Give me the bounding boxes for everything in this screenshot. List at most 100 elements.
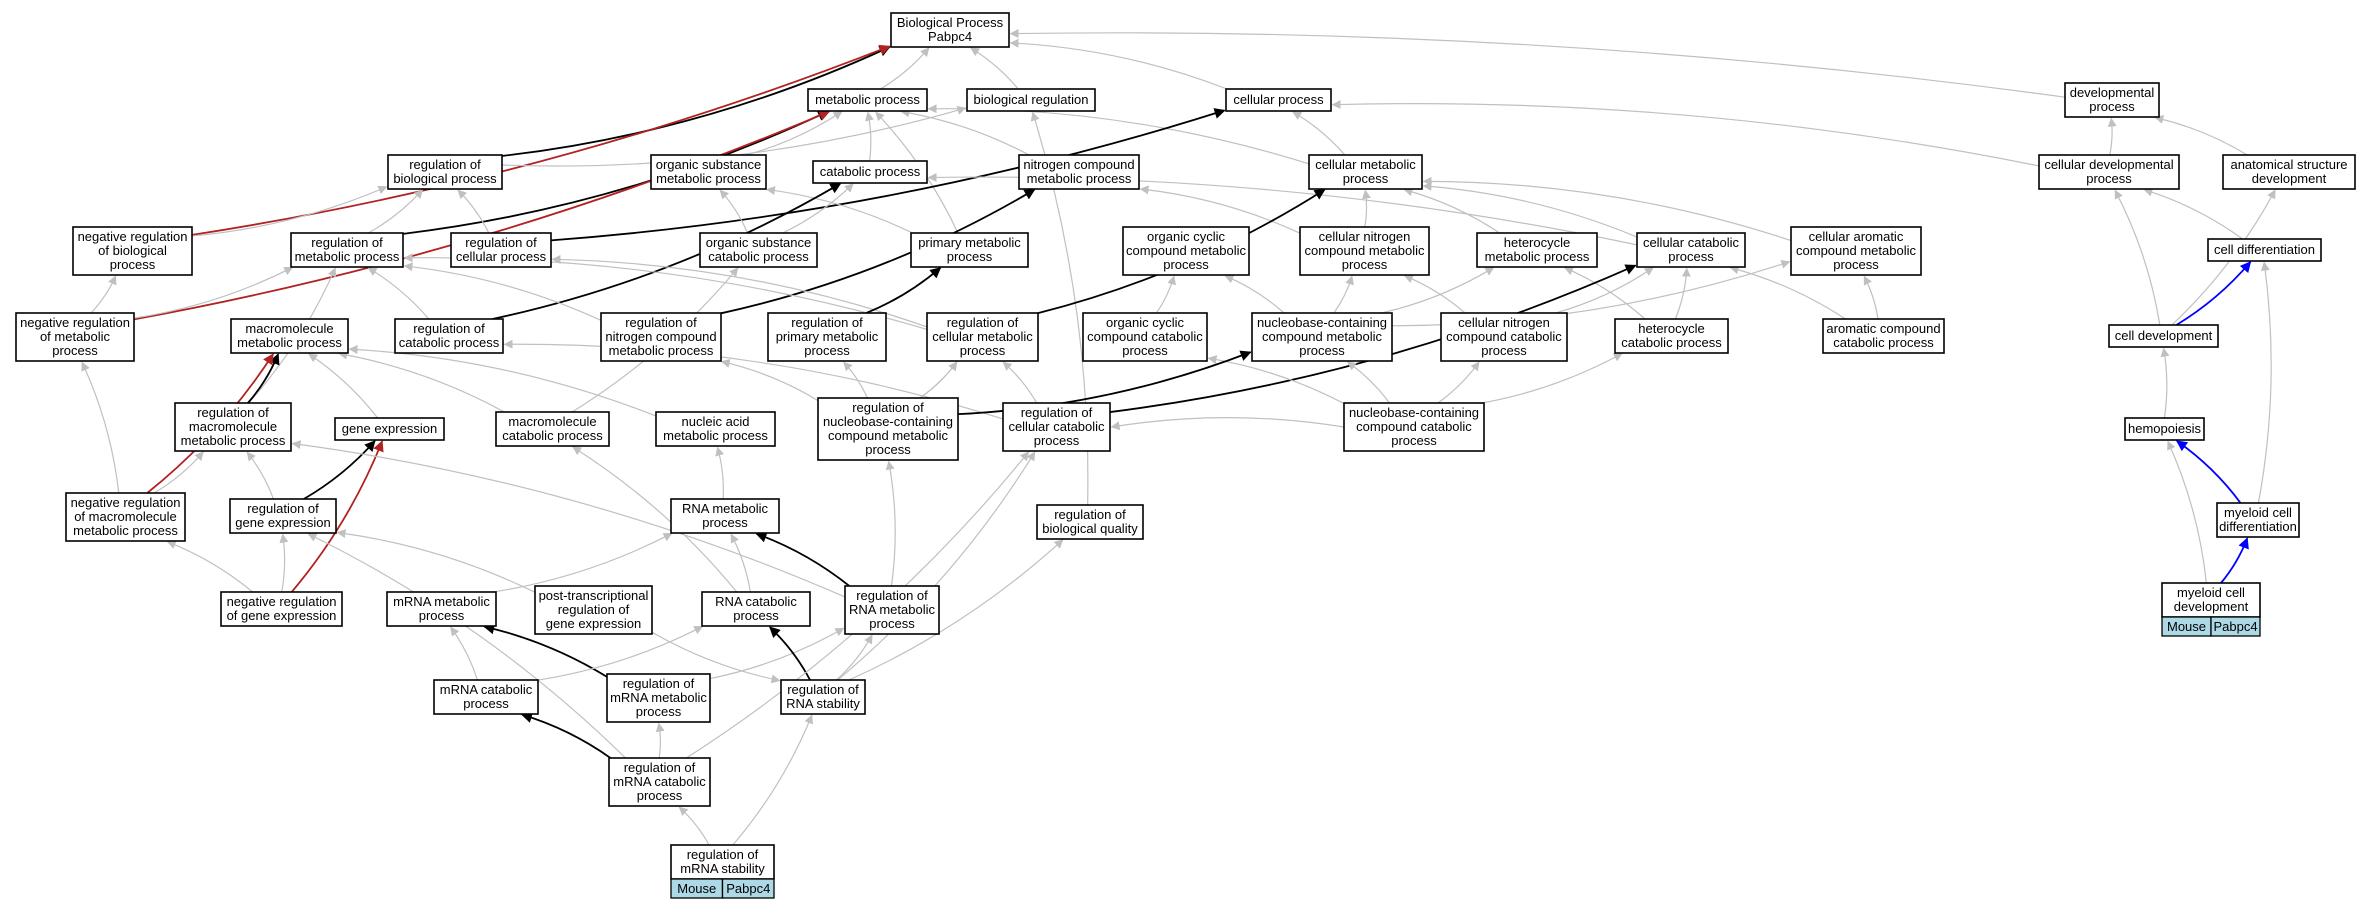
go-term-label-line: mRNA metabolic bbox=[393, 594, 490, 609]
go-term-label-line: metabolic process bbox=[237, 335, 342, 350]
go-term-box bbox=[2064, 82, 2160, 118]
go-term-label-line: metabolic process bbox=[1485, 249, 1590, 264]
edge-nrge-to-ge bbox=[291, 440, 384, 593]
go-term-rnbcmp[interactable]: regulation ofnucleobase-containingcompou… bbox=[817, 397, 959, 461]
go-term-cellp[interactable]: cellular process bbox=[1225, 88, 1332, 112]
go-term-label-line: cellular aromatic bbox=[1809, 229, 1904, 244]
go-term-label-line: biological quality bbox=[1042, 521, 1138, 536]
edge-rrnamp-to-rnbcmp bbox=[885, 460, 896, 587]
go-term-label-line: process bbox=[1343, 171, 1389, 186]
go-term-box bbox=[2161, 582, 2261, 618]
edge-mrnamp-to-rnamp bbox=[493, 532, 673, 593]
go-term-label-line: negative regulation bbox=[227, 594, 337, 609]
edge-rbp-to-bp bbox=[501, 46, 891, 157]
go-term-box bbox=[844, 585, 940, 635]
go-term-label-line: organic cyclic bbox=[1106, 315, 1185, 330]
go-term-box bbox=[608, 757, 711, 807]
edge-ptrge-to-rge bbox=[336, 529, 536, 593]
edge-nrmmp-to-rmmp bbox=[153, 451, 204, 494]
edge-nrbp-to-bp bbox=[191, 44, 891, 236]
go-term-meta[interactable]: metabolic process bbox=[807, 88, 928, 112]
annotation-species-label: Mouse bbox=[677, 881, 716, 896]
go-term-label-line: negative regulation bbox=[20, 315, 130, 330]
go-term-label-line: macromolecule bbox=[508, 414, 596, 429]
edge-mcdev-to-mcd bbox=[2220, 537, 2249, 584]
go-term-label-line: process bbox=[637, 788, 683, 803]
go-term-ge[interactable]: gene expression bbox=[334, 417, 445, 441]
go-term-box bbox=[15, 312, 135, 362]
go-term-bioreg[interactable]: biological regulation bbox=[966, 88, 1096, 112]
go-term-label-line: regulation of bbox=[856, 588, 928, 603]
go-term-box bbox=[650, 154, 767, 190]
edge-nbccp-to-occcp bbox=[1207, 355, 1345, 405]
go-term-label-line: regulation of bbox=[1054, 507, 1126, 522]
edge-oscp-to-catp bbox=[782, 183, 854, 234]
go-term-box bbox=[2108, 324, 2219, 348]
go-term-label-line: RNA metabolic bbox=[849, 602, 935, 617]
edge-celldev-to-celldiff bbox=[2175, 261, 2252, 326]
go-term-celldiff[interactable]: cell differentiation bbox=[2207, 238, 2322, 262]
go-term-label-line: RNA stability bbox=[786, 696, 860, 711]
go-term-catp[interactable]: catabolic process bbox=[812, 160, 928, 184]
go-term-label-line: process bbox=[636, 704, 682, 719]
go-term-box bbox=[174, 402, 292, 452]
go-term-label-line: RNA catabolic bbox=[715, 594, 797, 609]
edge-rrnas-to-rbq bbox=[848, 539, 1064, 681]
go-term-label-line: cellular nitrogen bbox=[1319, 229, 1411, 244]
go-term-label-line: compound metabolic bbox=[1305, 243, 1425, 258]
go-term-celldev[interactable]: cell development bbox=[2108, 324, 2219, 348]
go-term-label-line: cellular catabolic bbox=[1008, 419, 1105, 434]
go-term-hemo[interactable]: hemopoiesis bbox=[2124, 417, 2205, 441]
